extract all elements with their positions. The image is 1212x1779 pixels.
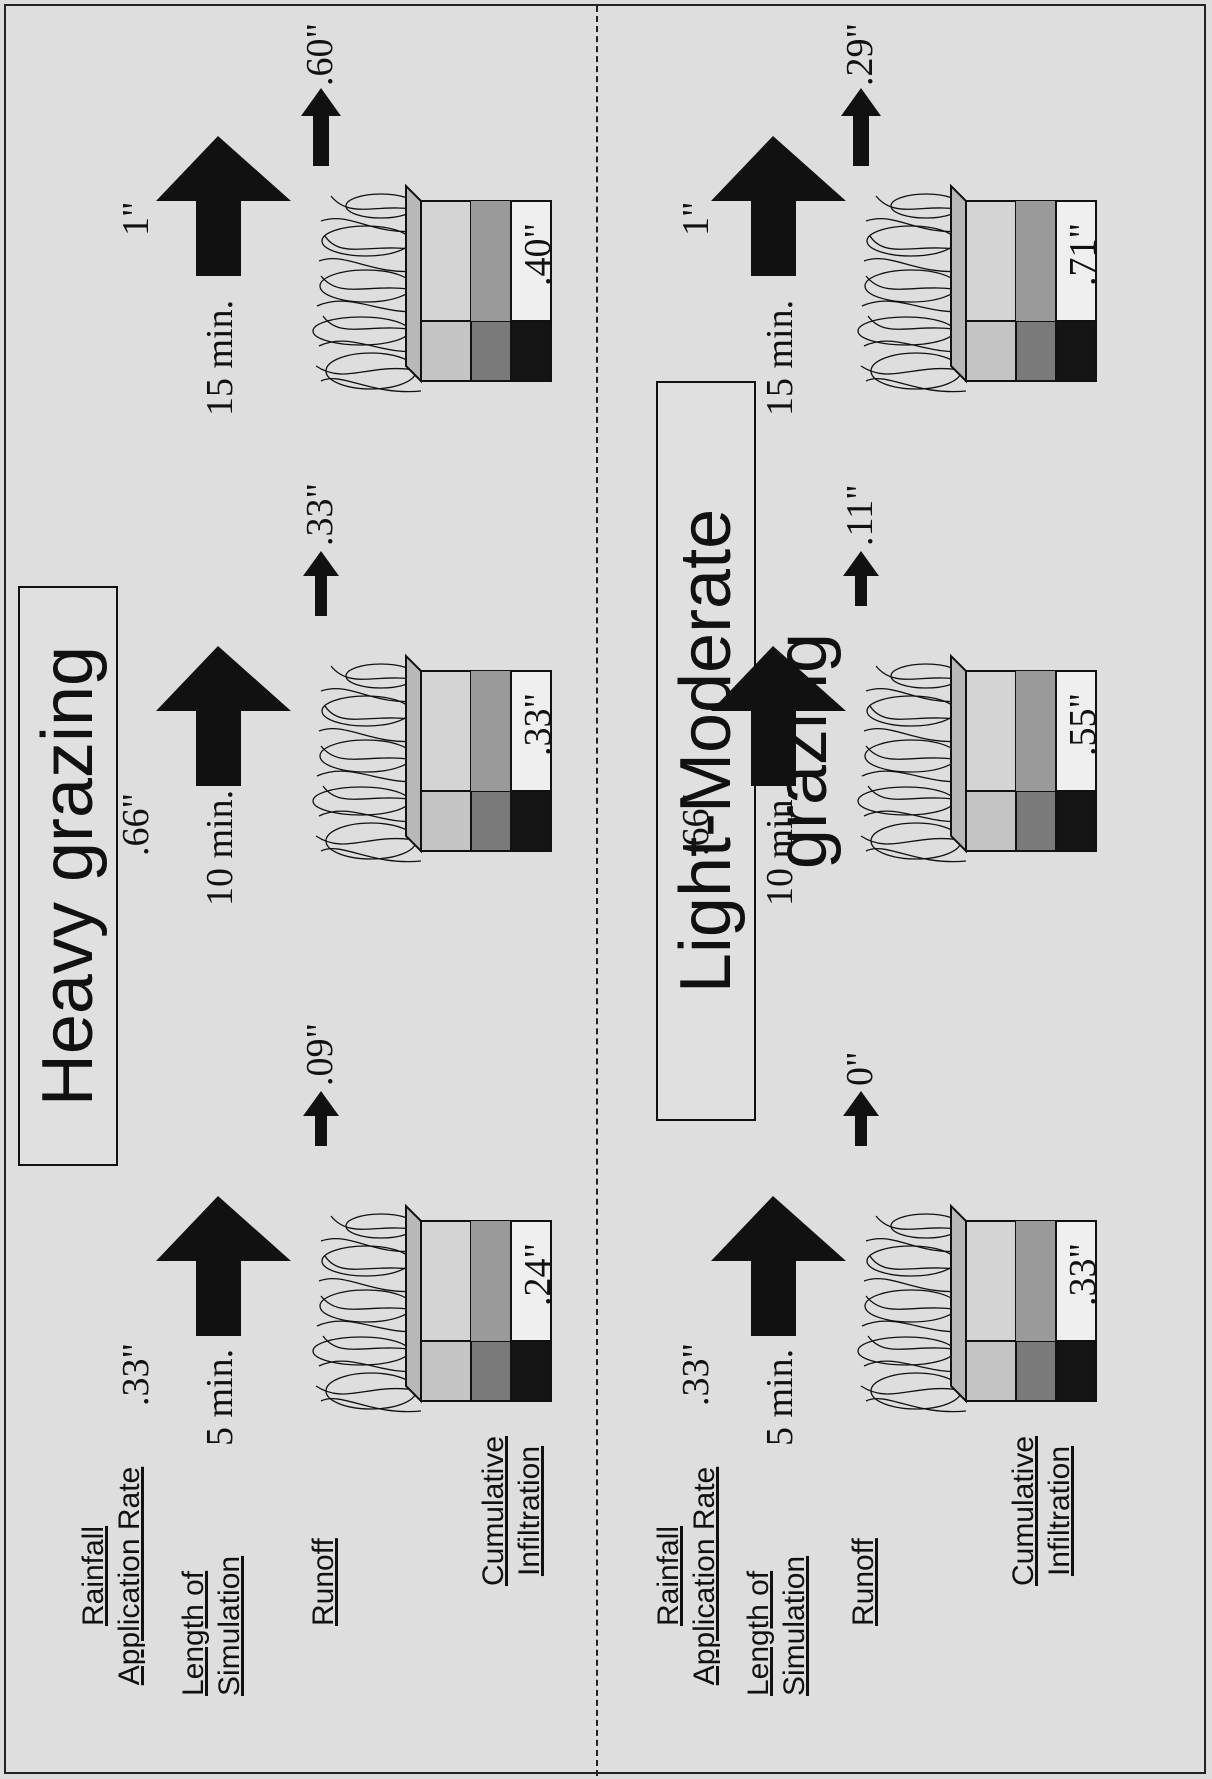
rainfall-arrow-icon: [156, 136, 291, 276]
runoff-label: Runoff: [847, 1538, 880, 1626]
rainfall-value: 1": [115, 201, 157, 236]
rainfall-arrow-icon: [711, 1196, 846, 1336]
length-value: 5 min.: [199, 1348, 241, 1446]
length-value: 10 min.: [199, 789, 241, 906]
rainfall-arrow-icon: [156, 1196, 291, 1336]
infiltration-value: .24": [517, 1242, 559, 1306]
infiltration-value: .40": [517, 222, 559, 286]
soil-block-icon: [857, 653, 1097, 863]
infiltration-value: .55": [1062, 692, 1104, 756]
panel-divider: [596, 6, 598, 1776]
runoff-value: .09": [299, 1022, 341, 1086]
rainfall-arrow-icon: [711, 646, 846, 786]
infiltration-value: .33": [517, 692, 559, 756]
soil-block-icon: [312, 1203, 552, 1413]
runoff-arrow-icon: [843, 551, 879, 606]
rainfall-value: .66": [115, 792, 157, 856]
length-value: 5 min.: [759, 1348, 801, 1446]
runoff-value: .33": [299, 482, 341, 546]
runoff-value: 0": [839, 1051, 881, 1086]
rainfall-arrow-icon: [156, 646, 291, 786]
soil-block-icon: [312, 183, 552, 393]
runoff-arrow-icon: [841, 88, 881, 166]
runoff-arrow-icon: [303, 551, 339, 616]
soil-block-icon: [312, 653, 552, 863]
runoff-label: Runoff: [307, 1538, 340, 1626]
length-value: 10 min.: [759, 789, 801, 906]
soil-block-icon: [857, 1203, 1097, 1413]
runoff-value: .11": [839, 484, 881, 546]
infiltration-value: .33": [1062, 1242, 1104, 1306]
panel-title: Heavy grazing: [18, 586, 118, 1166]
runoff-arrow-icon: [303, 1091, 339, 1146]
rainfall-value: .33": [115, 1342, 157, 1406]
infiltration-value: .71": [1062, 222, 1104, 286]
runoff-arrow-icon: [301, 88, 341, 166]
length-value: 15 min.: [759, 299, 801, 416]
length-value: 15 min.: [199, 299, 241, 416]
rainfall-arrow-icon: [711, 136, 846, 276]
rainfall-value: .33": [675, 1342, 717, 1406]
rainfall-value: .66": [675, 792, 717, 856]
soil-block-icon: [857, 183, 1097, 393]
runoff-arrow-icon: [843, 1091, 879, 1146]
